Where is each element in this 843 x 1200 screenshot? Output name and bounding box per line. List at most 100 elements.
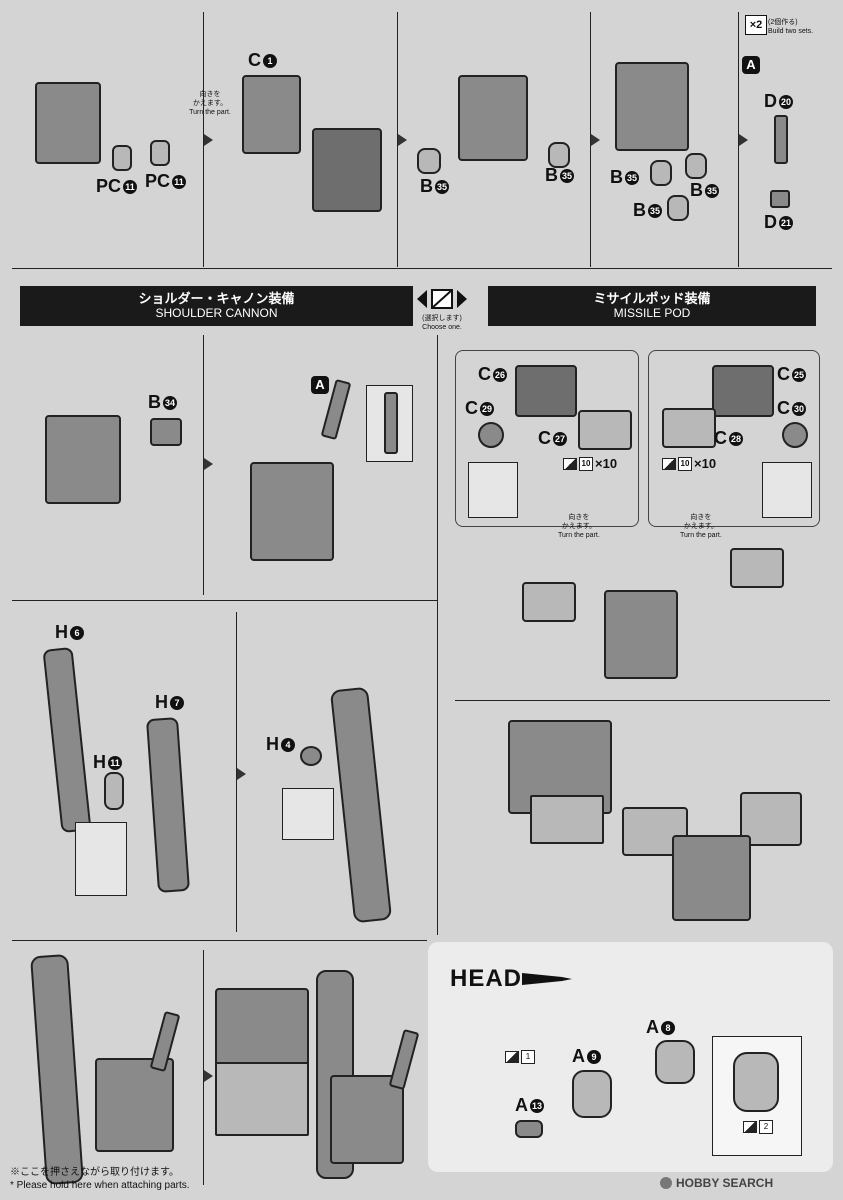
shoulder-cannon-banner: ショルダー・キャノン装備 SHOULDER CANNON xyxy=(20,286,413,326)
sticker-number: 10 xyxy=(678,456,692,471)
rifle-part xyxy=(30,953,84,1186)
cannon-base-part xyxy=(770,190,790,208)
waist-part xyxy=(215,1062,309,1136)
missile-pod-left-panel xyxy=(455,350,639,527)
cannon-barrel-part xyxy=(774,115,788,164)
waist-part xyxy=(530,795,604,844)
torso-assembly-part xyxy=(604,590,678,679)
head-back-part xyxy=(655,1040,695,1084)
missile-pod-part xyxy=(522,582,576,622)
torso-front-part xyxy=(312,128,382,212)
banner-title-en: MISSILE POD xyxy=(613,306,691,320)
divider xyxy=(455,700,830,701)
sticker-icon xyxy=(662,457,676,470)
sticker-count: 10 ×10 xyxy=(563,456,617,471)
missile-pod-banner: ミサイルポッド装備 MISSILE POD xyxy=(488,286,816,326)
sticker-callout: 1 xyxy=(505,1050,535,1064)
sticker-multiplier: ×10 xyxy=(595,456,618,471)
divider xyxy=(203,950,204,1185)
torso-part xyxy=(242,75,301,154)
divider xyxy=(12,268,832,269)
step-arrow-icon xyxy=(237,768,246,780)
divider xyxy=(12,940,427,941)
marker-a-icon: A xyxy=(742,56,760,74)
sticker-callout: 2 xyxy=(743,1120,773,1134)
sticker-icon xyxy=(563,457,577,470)
build-two-text: (2個作る)Build two sets. xyxy=(768,19,814,35)
cannon-mount-part xyxy=(150,418,182,446)
divider xyxy=(203,12,204,267)
torso-assembly-part xyxy=(250,462,334,561)
torso-assembly-part xyxy=(330,1075,404,1164)
thruster-part xyxy=(548,142,570,168)
choose-one-icon xyxy=(417,288,467,310)
marker-a-icon: A xyxy=(311,376,329,394)
missile-pod-housing-part xyxy=(712,365,774,417)
torso-assembly-part xyxy=(95,1058,174,1152)
divider xyxy=(590,12,591,267)
rifle-half-part xyxy=(145,717,191,893)
banner-title-jp: ショルダー・キャノン装備 xyxy=(138,291,295,306)
divider xyxy=(12,600,437,601)
missile-pod-arm-part xyxy=(782,422,808,448)
pin-part xyxy=(300,746,322,766)
banner-title-jp: ミサイルポッド装備 xyxy=(593,291,711,306)
footer-note: ※ここを押さえながら取り付けます。 * Please hold here whe… xyxy=(10,1166,190,1192)
step-arrow-icon xyxy=(739,134,748,146)
head-title: HEAD xyxy=(450,965,573,993)
turn-note: 向きを かえます。Turn the part. xyxy=(189,91,231,116)
head-assembly-part xyxy=(733,1052,779,1112)
torso-assembly-part xyxy=(672,835,751,921)
watermark-logo-icon xyxy=(660,1177,672,1189)
divider xyxy=(236,612,237,932)
divider xyxy=(437,335,438,935)
missile-pod-housing-part xyxy=(515,365,577,417)
missile-pod-arm-part xyxy=(478,422,504,448)
turn-note: 向きを かえます。Turn the part. xyxy=(680,514,722,539)
visor-part xyxy=(515,1120,543,1138)
missile-face-part xyxy=(578,410,632,450)
divider xyxy=(738,12,739,267)
detail-callout xyxy=(762,462,812,518)
build-two-badge: ×2 xyxy=(745,15,767,35)
watermark-text: HOBBY SEARCH xyxy=(676,1176,774,1190)
cannon-barrel-part xyxy=(149,1010,181,1073)
choose-one-text: (選択します)Choose one. xyxy=(422,315,462,331)
sticker-multiplier: ×10 xyxy=(694,456,717,471)
sticker-count: 10 ×10 xyxy=(662,456,716,471)
footer-note-en: * Please hold here when attaching parts. xyxy=(10,1180,190,1191)
divider xyxy=(203,335,204,595)
banner-title-en: SHOULDER CANNON xyxy=(155,306,278,320)
turn-note: 向きを かえます。Turn the part. xyxy=(558,514,600,539)
thruster-part xyxy=(667,195,689,221)
head-title-arrow-icon xyxy=(522,973,573,985)
poly-cap-part xyxy=(104,772,124,810)
detail-callout xyxy=(282,788,334,840)
torso-back-part xyxy=(35,82,101,164)
missile-pod-right-panel xyxy=(648,350,820,527)
sticker-icon xyxy=(505,1051,519,1063)
torso-assembly-part xyxy=(458,75,528,161)
torso-assembly-part xyxy=(615,62,689,151)
detail-callout xyxy=(75,822,127,896)
missile-pod-part xyxy=(622,807,688,856)
torso-assembly-part xyxy=(45,415,121,504)
step-arrow-icon xyxy=(204,134,213,146)
